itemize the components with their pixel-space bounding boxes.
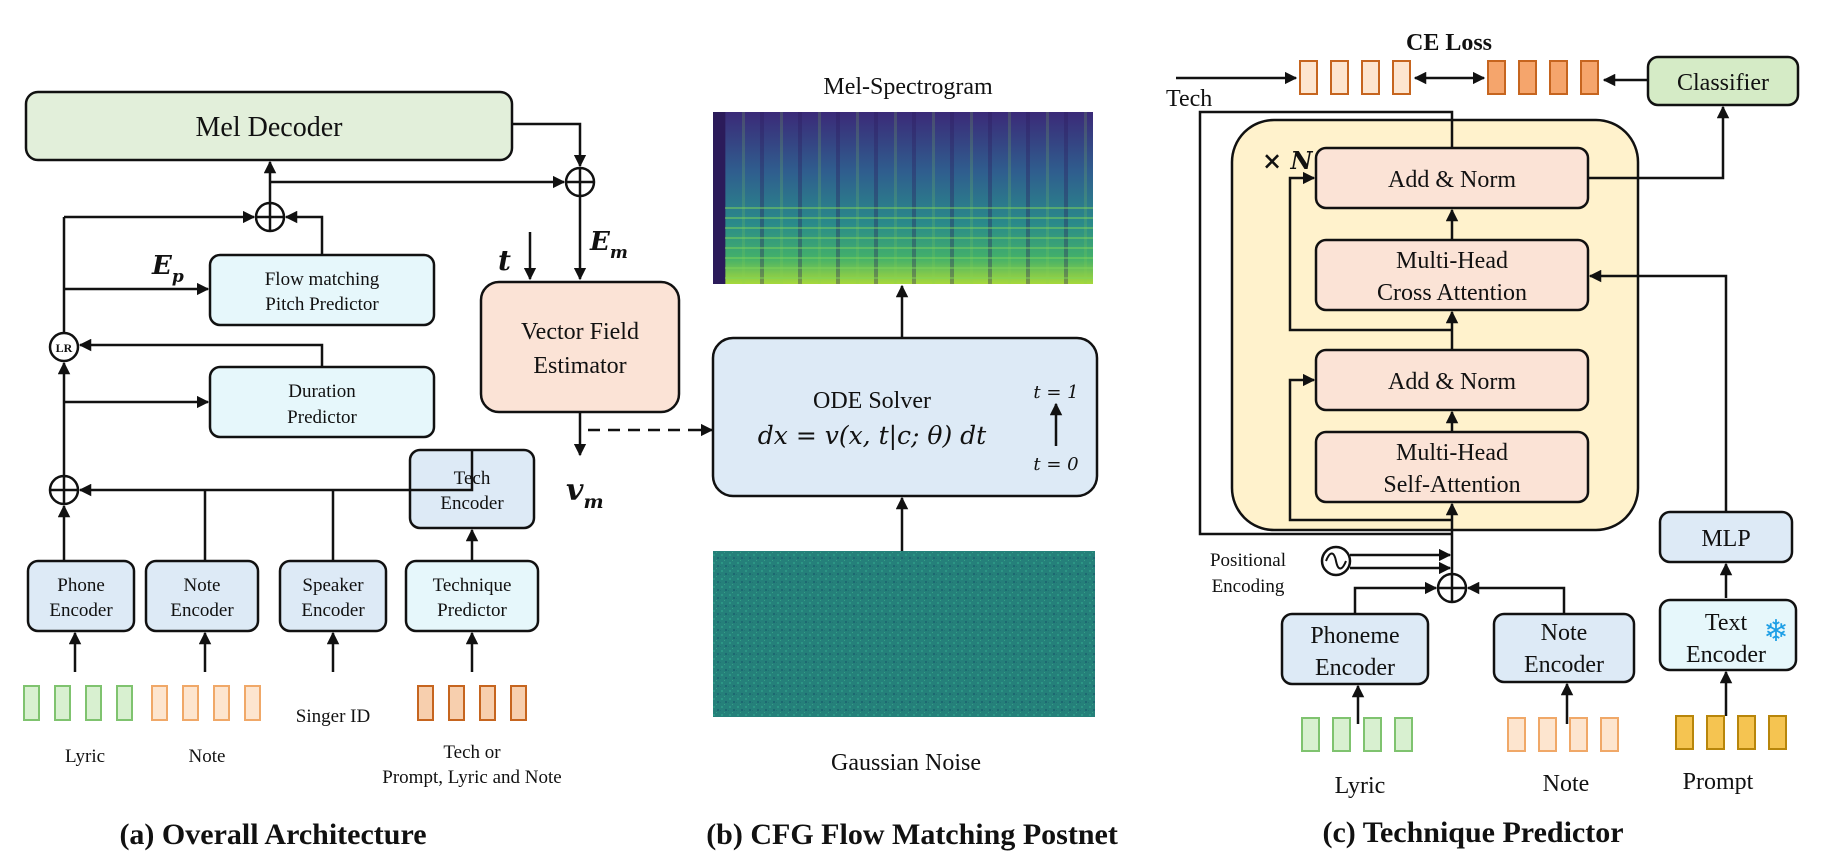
svg-text:❄: ❄	[1763, 614, 1788, 649]
positional-encoding-icon	[1320, 545, 1352, 577]
gaussian-noise-label: Gaussian Noise	[831, 750, 981, 776]
panel-flow-matching-postnet: t Vector Field Estimator vm Mel-Spectrog…	[479, 74, 1118, 851]
tech-tokens-a	[417, 685, 527, 721]
lyric-tokens-a	[23, 685, 133, 721]
phoneme-encoder-label-1: Phoneme	[1310, 623, 1399, 649]
phone-encoder-box	[26, 559, 136, 633]
t-top-label: t = 1	[1033, 382, 1078, 403]
tech-label-c: Tech	[1166, 86, 1212, 112]
note-tokens-a	[151, 685, 261, 721]
ode-solver-box	[711, 336, 1099, 498]
plus-circle-icon-a2	[48, 474, 80, 506]
technique-predictor-label-1: Technique	[433, 575, 512, 596]
text-encoder-box	[1658, 598, 1798, 672]
input-prompt-label-c: Prompt	[1683, 769, 1754, 795]
self-attention-label-1: Multi-Head	[1396, 440, 1508, 466]
input-singer-label: Singer ID	[296, 706, 370, 727]
input-tech-label-1: Tech or	[443, 742, 501, 763]
input-tech-label-2: Prompt, Lyric and Note	[382, 767, 561, 788]
classifier-label: Classifier	[1677, 70, 1769, 96]
panel-technique-predictor: CE Loss Classifier Tech × N Add & Norm M…	[1166, 30, 1800, 849]
t-label: t	[498, 244, 511, 277]
times-n-label: × N	[1262, 146, 1313, 175]
duration-label-1: Duration	[288, 381, 356, 402]
t-bottom-label: t = 0	[1033, 454, 1078, 475]
prompt-tokens-c	[1675, 715, 1787, 750]
vector-field-estimator-box	[479, 280, 681, 414]
add-norm-bottom-label: Add & Norm	[1388, 369, 1516, 395]
note-tokens-c	[1507, 717, 1619, 752]
length-regulator-icon: LR	[48, 331, 80, 363]
predicted-tokens-c	[1487, 60, 1599, 95]
self-attention-label-2: Self-Attention	[1383, 472, 1520, 498]
plus-circle-icon-a1	[254, 201, 286, 233]
speaker-encoder-label-1: Speaker	[302, 575, 364, 596]
panel-overall-architecture: Mel Decoder Flow matching Pitch Predicto…	[23, 90, 562, 851]
ep-label: Ep	[151, 251, 184, 287]
caption-c: (c) Technique Predictor	[1322, 816, 1623, 849]
phoneme-encoder-label-2: Encoder	[1315, 655, 1395, 681]
ce-loss-label: CE Loss	[1406, 30, 1492, 56]
note-encoder-c-label-2: Encoder	[1524, 652, 1604, 678]
add-norm-top-label: Add & Norm	[1388, 167, 1516, 193]
caption-a: (a) Overall Architecture	[119, 818, 426, 851]
duration-label-2: Predictor	[287, 407, 357, 428]
ode-solver-title: ODE Solver	[813, 388, 931, 414]
flow-pitch-label-1: Flow matching	[265, 269, 380, 290]
technique-predictor-label-2: Predictor	[437, 600, 507, 621]
input-lyric-label-a: Lyric	[65, 746, 105, 767]
text-encoder-label-2: Encoder	[1686, 642, 1766, 668]
transformer-block	[1230, 118, 1640, 532]
mel-spectrogram-image	[713, 112, 1093, 284]
input-note-label-c: Note	[1543, 771, 1590, 797]
phone-encoder-label-2: Encoder	[49, 600, 113, 621]
input-note-label-a: Note	[189, 746, 226, 767]
phone-encoder-label-1: Phone	[57, 575, 105, 596]
text-encoder-label-1: Text	[1705, 610, 1748, 636]
gaussian-noise-image	[713, 551, 1095, 717]
snowflake-icon: ❄	[1763, 614, 1788, 649]
caption-b: (b) CFG Flow Matching Postnet	[706, 818, 1118, 851]
cross-attention-label-1: Multi-Head	[1396, 248, 1508, 274]
vfe-label-2: Estimator	[533, 353, 626, 379]
note-encoder-box	[144, 559, 260, 633]
note-encoder-c-label-1: Note	[1541, 620, 1588, 646]
flow-pitch-label-2: Pitch Predictor	[265, 294, 379, 315]
plus-circle-icon-b	[564, 166, 596, 198]
tech-tokens-c	[1299, 60, 1411, 95]
vfe-label-1: Vector Field	[521, 319, 639, 345]
plus-circle-icon-c	[1436, 572, 1468, 604]
speaker-encoder-label-2: Encoder	[301, 600, 365, 621]
connectors-a-b: Em	[270, 122, 628, 281]
svg-text:LR: LR	[56, 341, 73, 355]
em-label: Em	[589, 227, 628, 263]
vm-label: vm	[566, 473, 604, 513]
mel-decoder-label: Mel Decoder	[196, 112, 344, 143]
cross-attention-label-2: Cross Attention	[1377, 280, 1527, 306]
mel-spectrogram-label: Mel-Spectrogram	[823, 74, 993, 100]
tech-encoder-label-2: Encoder	[440, 493, 504, 514]
note-encoder-label-2: Encoder	[170, 600, 234, 621]
note-encoder-label-1: Note	[184, 575, 221, 596]
positional-label-1: Positional	[1210, 550, 1286, 571]
lyric-tokens-c	[1301, 717, 1413, 752]
mel-decoder-box	[24, 90, 514, 162]
mlp-label: MLP	[1701, 526, 1750, 552]
positional-label-2: Encoding	[1212, 576, 1285, 597]
ode-equation: dx = v(x, t|c; θ) dt	[758, 421, 987, 451]
input-lyric-label-c: Lyric	[1335, 773, 1386, 799]
